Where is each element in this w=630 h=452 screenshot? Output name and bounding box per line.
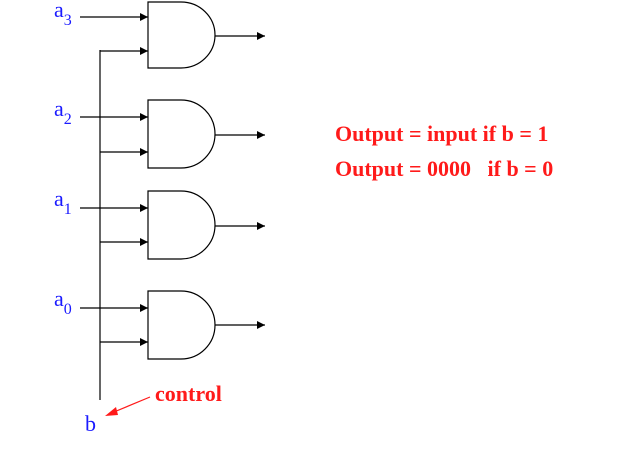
control-input-label: b: [85, 411, 96, 436]
control-pointer-line: [113, 396, 151, 413]
and-gate-3: [80, 1, 265, 69]
input-label-a0: a0: [54, 286, 72, 318]
description-line-1: Output = input if b = 1: [335, 121, 548, 146]
control-annotation: control: [155, 381, 222, 406]
input-label-a3: a3: [54, 0, 72, 29]
control-pointer-arrowhead: [105, 407, 118, 416]
and-gate-3-body: [147, 1, 216, 69]
input-label-a1: a1: [54, 186, 72, 218]
and-gate-2: [80, 99, 265, 169]
and-gate-2-body: [147, 99, 216, 169]
and-gate-0-body: [147, 290, 216, 360]
description-line-2: Output = 0000 if b = 0: [335, 156, 553, 181]
input-label-a2: a2: [54, 96, 72, 128]
and-gate-1: [80, 190, 265, 260]
and-gate-0: [80, 290, 265, 360]
and-gate-1-body: [147, 190, 216, 260]
